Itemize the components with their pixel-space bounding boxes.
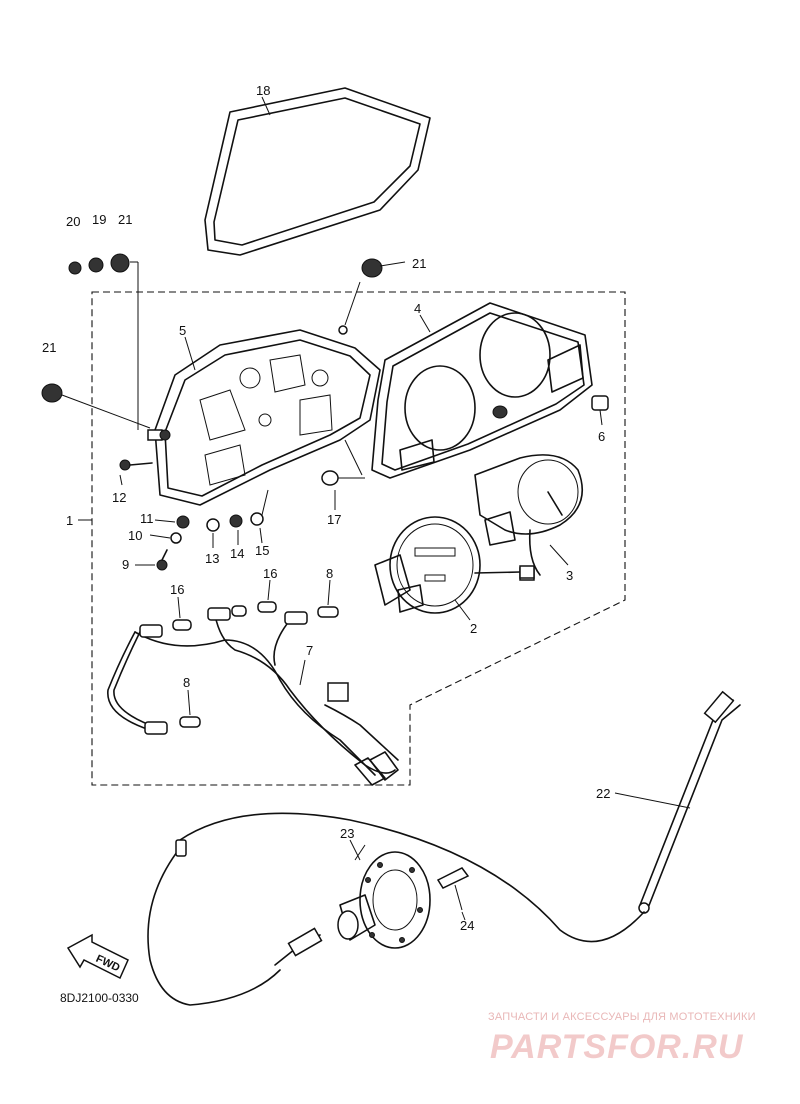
label-16-a: 16	[170, 582, 184, 597]
part-21-rubber-top-left	[110, 253, 139, 430]
label-10: 10	[128, 528, 142, 543]
part-23-gear-unit	[337, 844, 431, 949]
part-17-grommet	[321, 439, 365, 486]
part-16-bulb-left	[172, 619, 192, 631]
drawing-code: 8DJ2100-0330	[60, 991, 139, 1005]
label-19: 19	[92, 212, 106, 227]
label-18: 18	[256, 83, 270, 98]
part-19-washer	[88, 257, 104, 273]
label-5: 5	[179, 323, 186, 338]
label-1: 1	[66, 513, 73, 528]
leader-lines	[78, 96, 691, 921]
label-12: 12	[112, 490, 126, 505]
label-20: 20	[66, 214, 80, 229]
label-24: 24	[460, 918, 474, 933]
label-3: 3	[566, 568, 573, 583]
part-16-bulb-right	[257, 601, 277, 613]
part-10-washer	[170, 532, 182, 544]
label-16-b: 16	[263, 566, 277, 581]
assembly-boundary	[91, 291, 626, 786]
part-5-case	[154, 329, 381, 506]
label-22: 22	[596, 786, 610, 801]
part-case-bolt	[147, 429, 171, 441]
fwd-arrow-icon: FWD	[66, 933, 129, 980]
label-8-a: 8	[326, 566, 333, 581]
part-20-nut	[68, 261, 82, 275]
part-6-grommet	[591, 395, 609, 411]
label-11: 11	[140, 511, 154, 526]
watermark-brand: PARTSFOR.RU	[490, 1028, 744, 1066]
part-labels: 18 20 19 21 21 21 5 4 6 3 2 1 12 11 10 9…	[42, 83, 610, 933]
label-15: 15	[255, 543, 269, 558]
label-6: 6	[598, 429, 605, 444]
part-21-rubber-upper	[338, 258, 406, 335]
part-cover-nut	[492, 405, 508, 419]
part-2-speedometer	[374, 516, 535, 614]
part-22-cable	[147, 690, 741, 1006]
label-17: 17	[327, 512, 341, 527]
label-9: 9	[122, 557, 129, 572]
part-14-nut	[229, 514, 243, 528]
part-24-pin	[436, 867, 470, 911]
label-2: 2	[470, 621, 477, 636]
part-9-screw	[156, 549, 168, 571]
label-23: 23	[340, 826, 354, 841]
watermark-tagline: ЗАПЧАСТИ И АКСЕССУАРЫ ДЛЯ МОТОТЕХНИКИ	[488, 1011, 756, 1023]
label-21-b: 21	[412, 256, 426, 271]
part-3-tachometer	[474, 454, 584, 581]
label-7: 7	[306, 643, 313, 658]
part-13-nut	[206, 518, 220, 532]
part-21-rubber-left	[41, 383, 151, 429]
part-bulb-small	[231, 605, 247, 617]
part-4-cover	[371, 302, 593, 479]
part-8-bulb-lower	[179, 716, 201, 728]
part-12-screw	[119, 459, 153, 471]
part-11-nut	[176, 515, 190, 529]
part-7-harness	[107, 607, 399, 786]
label-13: 13	[205, 551, 219, 566]
part-8-bulb-right	[317, 606, 339, 618]
label-8-b: 8	[183, 675, 190, 690]
label-4: 4	[414, 301, 421, 316]
label-21-a: 21	[118, 212, 132, 227]
part-15-washer	[250, 489, 269, 526]
label-21-c: 21	[42, 340, 56, 355]
part-18-seal	[204, 87, 431, 256]
label-14: 14	[230, 546, 244, 561]
